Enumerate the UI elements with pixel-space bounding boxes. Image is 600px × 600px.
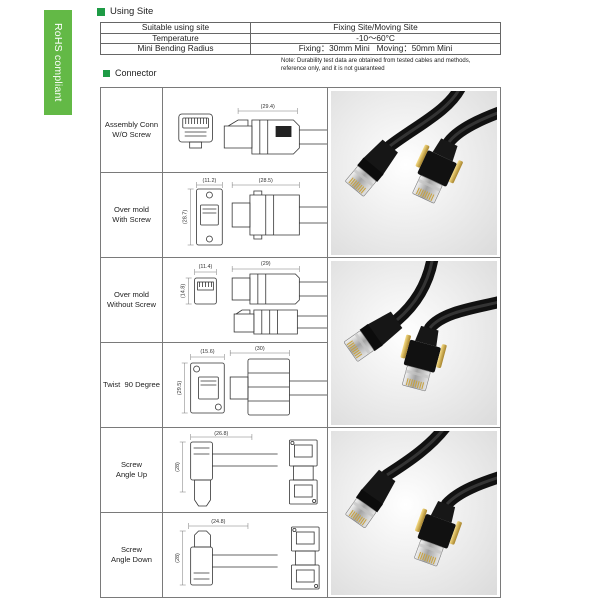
using-site-bullet-icon (97, 8, 105, 16)
technical-drawing: (11.2) (28.5) (28.7) (183, 178, 327, 246)
dimension-label: (28.5) (259, 178, 273, 184)
durability-note: Note: Durability test data are obtained … (281, 57, 470, 73)
dimension-label: (28) (175, 462, 181, 472)
label-line: Over mold (113, 204, 150, 214)
photo-cell-2 (328, 258, 501, 428)
rohs-tab: RoHS compliant (44, 10, 72, 115)
dimension-label: (15.6) (200, 349, 214, 355)
technical-drawing: (29.4) (178, 104, 327, 155)
cable-photo (331, 431, 497, 595)
table-row: Suitable using site Fixing Site/Moving S… (100, 22, 501, 34)
bending-radius-value: Fixing：30mm Mini Moving：50mm Mini (250, 43, 501, 55)
using-site-table: Suitable using site Fixing Site/Moving S… (100, 22, 501, 55)
label-line: Screw (120, 459, 143, 469)
photo-cell-1 (328, 88, 501, 258)
rohs-tab-label: RoHS compliant (52, 23, 64, 102)
bending-radius-label: Mini Bending Radius (100, 43, 251, 55)
temperature-label: Temperature (100, 32, 251, 45)
table-row: Temperature -10～60°C (100, 32, 501, 45)
note-line: Note: Durability test data are obtained … (281, 58, 471, 64)
dimension-label: (26.8) (214, 431, 228, 437)
using-site-heading: Using Site (110, 6, 154, 17)
site-value: Fixing Site/Moving Site (250, 22, 501, 34)
dimension-label: (11.2) (203, 178, 217, 184)
label-line: Twist 90 Degree (103, 379, 160, 389)
temperature-value: -10～60°C (250, 32, 501, 45)
dimension-label: (29.5) (177, 381, 183, 396)
label-line: With Screw (112, 215, 151, 224)
technical-drawing: (15.6) (30) (29.5) (177, 346, 327, 416)
dimension-label: (11.4) (199, 264, 213, 270)
note-line: reference only, and it is not guaranteed (281, 66, 385, 72)
technical-drawing: (11.4) (29) (14.8) (181, 261, 327, 335)
label-line: Without Screw (107, 300, 156, 309)
dimension-label: (28) (175, 553, 181, 563)
drawing-overmold-without-screw: (11.4) (29) (14.8) (163, 258, 328, 343)
site-label: Suitable using site (100, 22, 251, 34)
label-line: Screw (120, 544, 143, 554)
drawing-assembly-conn: (29.4) (163, 88, 328, 173)
label-line: Angle Down (111, 555, 152, 564)
dimension-label: (28.7) (183, 210, 189, 225)
dimension-label: (14.8) (181, 284, 187, 299)
cable-photo (331, 261, 497, 425)
drawing-twist-90: (15.6) (30) (29.5) (163, 343, 328, 428)
row-label-overmold-without-screw: Over mold Without Screw (101, 258, 163, 343)
label-line: W/O Screw (112, 130, 151, 139)
dimension-label: (24.8) (211, 519, 225, 525)
photo-cell-3 (328, 428, 501, 598)
cable-photo (331, 91, 497, 255)
technical-drawing: (24.8) (28) (175, 519, 320, 590)
label-line: Over mold (113, 289, 150, 299)
technical-drawing: (26.8) (28) (175, 431, 318, 507)
drawing-screw-angle-up: (26.8) (28) (163, 428, 328, 513)
table-row: Mini Bending Radius Fixing：30mm Mini Mov… (100, 43, 501, 55)
label-line: Angle Up (115, 470, 148, 479)
drawing-overmold-with-screw: (11.2) (28.5) (28.7) (163, 173, 328, 258)
dimension-label: (29.4) (261, 104, 275, 110)
connector-table: Assembly Conn W/O Screw Over mold With S… (100, 87, 501, 598)
row-label-overmold-with-screw: Over mold With Screw (101, 173, 163, 258)
row-label-assembly-conn: Assembly Conn W/O Screw (101, 88, 163, 173)
dimension-label: (29) (261, 261, 271, 267)
label-line: Assembly Conn (104, 119, 159, 129)
dimension-label: (30) (255, 346, 265, 352)
drawing-screw-angle-down: (24.8) (28) (163, 513, 328, 598)
row-label-screw-angle-up: Screw Angle Up (101, 428, 163, 513)
row-label-twist-90: Twist 90 Degree (101, 343, 163, 428)
connector-bullet-icon (103, 70, 110, 77)
row-label-screw-angle-down: Screw Angle Down (101, 513, 163, 598)
connector-heading: Connector (115, 68, 157, 78)
